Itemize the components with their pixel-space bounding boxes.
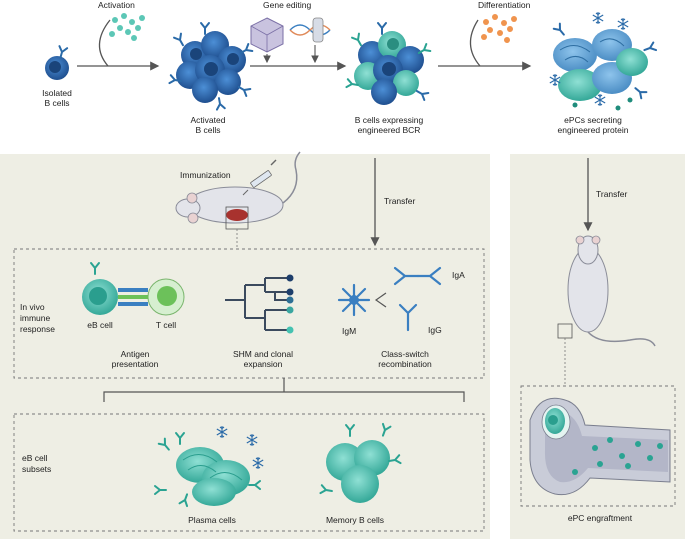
subsets-label-line2: subsets xyxy=(22,464,52,474)
isolated-b-cell xyxy=(45,45,69,80)
antigen-presentation-label-line2: presentation xyxy=(111,359,159,369)
memory-b-cells xyxy=(319,422,402,503)
antigen-presentation-label-line1: Antigen xyxy=(120,349,150,359)
isolated-b-cells-label-line2: B cells xyxy=(44,98,70,108)
class-switch-label-line2: recombination xyxy=(378,359,432,369)
activation-curve xyxy=(98,19,111,67)
immunization-label: Immunization xyxy=(180,170,231,180)
plasma-cells-label: Plasma cells xyxy=(188,515,236,525)
bone-icon xyxy=(529,397,671,496)
igm-antibody-icon xyxy=(337,283,371,317)
igg-antibody-icon xyxy=(398,303,418,332)
engineered-b-cell-cluster xyxy=(345,22,432,105)
in-vivo-label-line2: immune xyxy=(20,313,51,323)
activated-b-cells-label-line1: Activated xyxy=(190,115,226,125)
epcs-label-line2: engineered protein xyxy=(557,125,629,135)
class-switch-fork xyxy=(374,292,387,308)
in-vivo-label-line3: response xyxy=(20,324,55,334)
engineered-b-cells-label-line1: B cells expressing xyxy=(354,115,424,125)
syringe-icon xyxy=(242,159,277,196)
gene-editing-label: Gene editing xyxy=(263,0,312,10)
iga-antibody-icon xyxy=(393,266,442,286)
iga-label: IgA xyxy=(452,270,465,280)
eb-cell xyxy=(82,262,118,315)
plasma-cells xyxy=(154,425,264,508)
t-cell-label: T cell xyxy=(155,320,177,330)
igm-label: IgM xyxy=(342,326,357,336)
shm-label-line2: expansion xyxy=(243,359,283,369)
isolated-b-cells-label-line1: Isolated xyxy=(42,88,72,98)
transfer-label-left: Transfer xyxy=(384,196,416,206)
shm-tree xyxy=(225,277,290,331)
activated-b-cell-cluster xyxy=(168,22,254,111)
shm-label-line1: SHM and clonal xyxy=(232,349,293,359)
engineered-b-cells-label-line2: engineered BCR xyxy=(357,125,421,135)
class-switch-label-line1: Class-switch xyxy=(381,349,429,359)
immune-synapse xyxy=(118,288,148,306)
igg-label: IgG xyxy=(428,325,442,335)
aav-capsid-icon xyxy=(250,17,284,53)
activation-label: Activation xyxy=(98,0,135,10)
memory-b-cells-label: Memory B cells xyxy=(325,515,385,525)
activated-b-cells-label-line2: B cells xyxy=(195,125,221,135)
transfer-label-right: Transfer xyxy=(596,189,628,199)
subsets-label-line1: eB cell xyxy=(22,453,48,463)
t-cell xyxy=(147,278,185,316)
activation-cytokines xyxy=(109,13,145,41)
engraftment-box xyxy=(520,385,676,507)
eb-cell-label: eB cell xyxy=(87,320,113,330)
shm-tree-nodes xyxy=(286,274,294,334)
subset-bracket xyxy=(103,378,465,402)
recipient-mouse-icon xyxy=(557,235,656,347)
subsets-box xyxy=(13,413,485,532)
dna-icon xyxy=(289,17,331,43)
in-vivo-label-line1: In vivo xyxy=(20,302,45,312)
in-vivo-box xyxy=(13,248,485,379)
differentiation-label: Differentiation xyxy=(478,0,531,10)
differentiation-curve xyxy=(469,19,481,67)
epc-cluster xyxy=(549,11,658,111)
engraftment-label: ePC engraftment xyxy=(567,513,633,523)
mouse-icon xyxy=(175,151,301,230)
differentiation-cytokines xyxy=(481,14,517,43)
epcs-label-line1: ePCs secreting xyxy=(564,115,622,125)
